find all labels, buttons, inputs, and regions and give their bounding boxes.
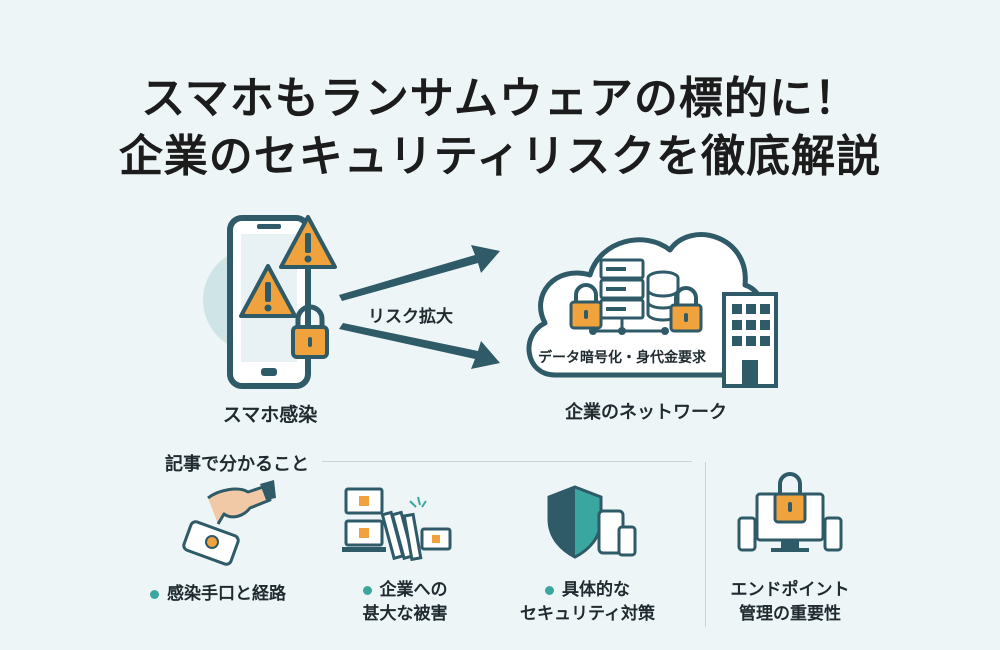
- item-1-label: 感染手口と経路: [150, 582, 310, 606]
- item-4-line-2: 管理の重要性: [739, 604, 841, 624]
- item-3-bullet: [545, 585, 554, 595]
- item-4-label: エンドポイント 管理の重要性: [715, 578, 865, 626]
- section-rule: [322, 461, 692, 462]
- item-3-line-2: セキュリティ対策: [520, 604, 655, 624]
- infected-phone-hand-icon: [182, 480, 276, 566]
- network-label: 企業のネットワーク: [565, 402, 727, 423]
- item-1-text: 感染手口と経路: [167, 584, 286, 604]
- section-divider: [705, 462, 706, 627]
- item-3-text-1: 具体的な: [562, 580, 630, 600]
- phone-label: スマホ感染: [222, 404, 318, 426]
- endpoint-lock-devices-icon: [737, 472, 843, 552]
- arrow-up-icon: [339, 245, 500, 301]
- title-line-2: 企業のセキュリティリスクを徹底解説: [118, 131, 882, 182]
- locked-computers-icon: [342, 487, 452, 562]
- item-2-line-2: 甚大な被害: [362, 604, 448, 624]
- lock-icon-cloud-left: [569, 283, 603, 330]
- arrow-down-icon: [339, 323, 500, 369]
- lock-icon-cloud-right: [669, 286, 703, 333]
- arrow-label: リスク拡大: [368, 307, 453, 327]
- item-3-line-1: 具体的な: [500, 578, 675, 602]
- item-1-bullet: [150, 589, 159, 599]
- item-2-label: 企業への 甚大な被害: [330, 578, 480, 626]
- office-building-icon: [722, 292, 778, 388]
- shield-devices-icon: [547, 485, 637, 559]
- lock-icon-phone: [291, 304, 329, 359]
- server-icon: [599, 258, 645, 328]
- item-3-label: 具体的な セキュリティ対策: [500, 578, 675, 626]
- warning-icon-top: [279, 215, 337, 269]
- cloud-caption: データ暗号化・身代金要求: [538, 350, 706, 366]
- item-2-line-1: 企業への: [330, 578, 480, 602]
- warning-icon-left: [239, 264, 297, 318]
- item-2-bullet: [362, 585, 372, 595]
- network-nodes-icon: [589, 327, 669, 335]
- item-2-text-1: 企業への: [379, 580, 448, 600]
- section-heading: 記事で分かること: [165, 454, 309, 475]
- item-4-line-1: エンドポイント: [730, 580, 850, 600]
- title-line-1: スマホもランサムウェアの標的に！: [141, 73, 859, 124]
